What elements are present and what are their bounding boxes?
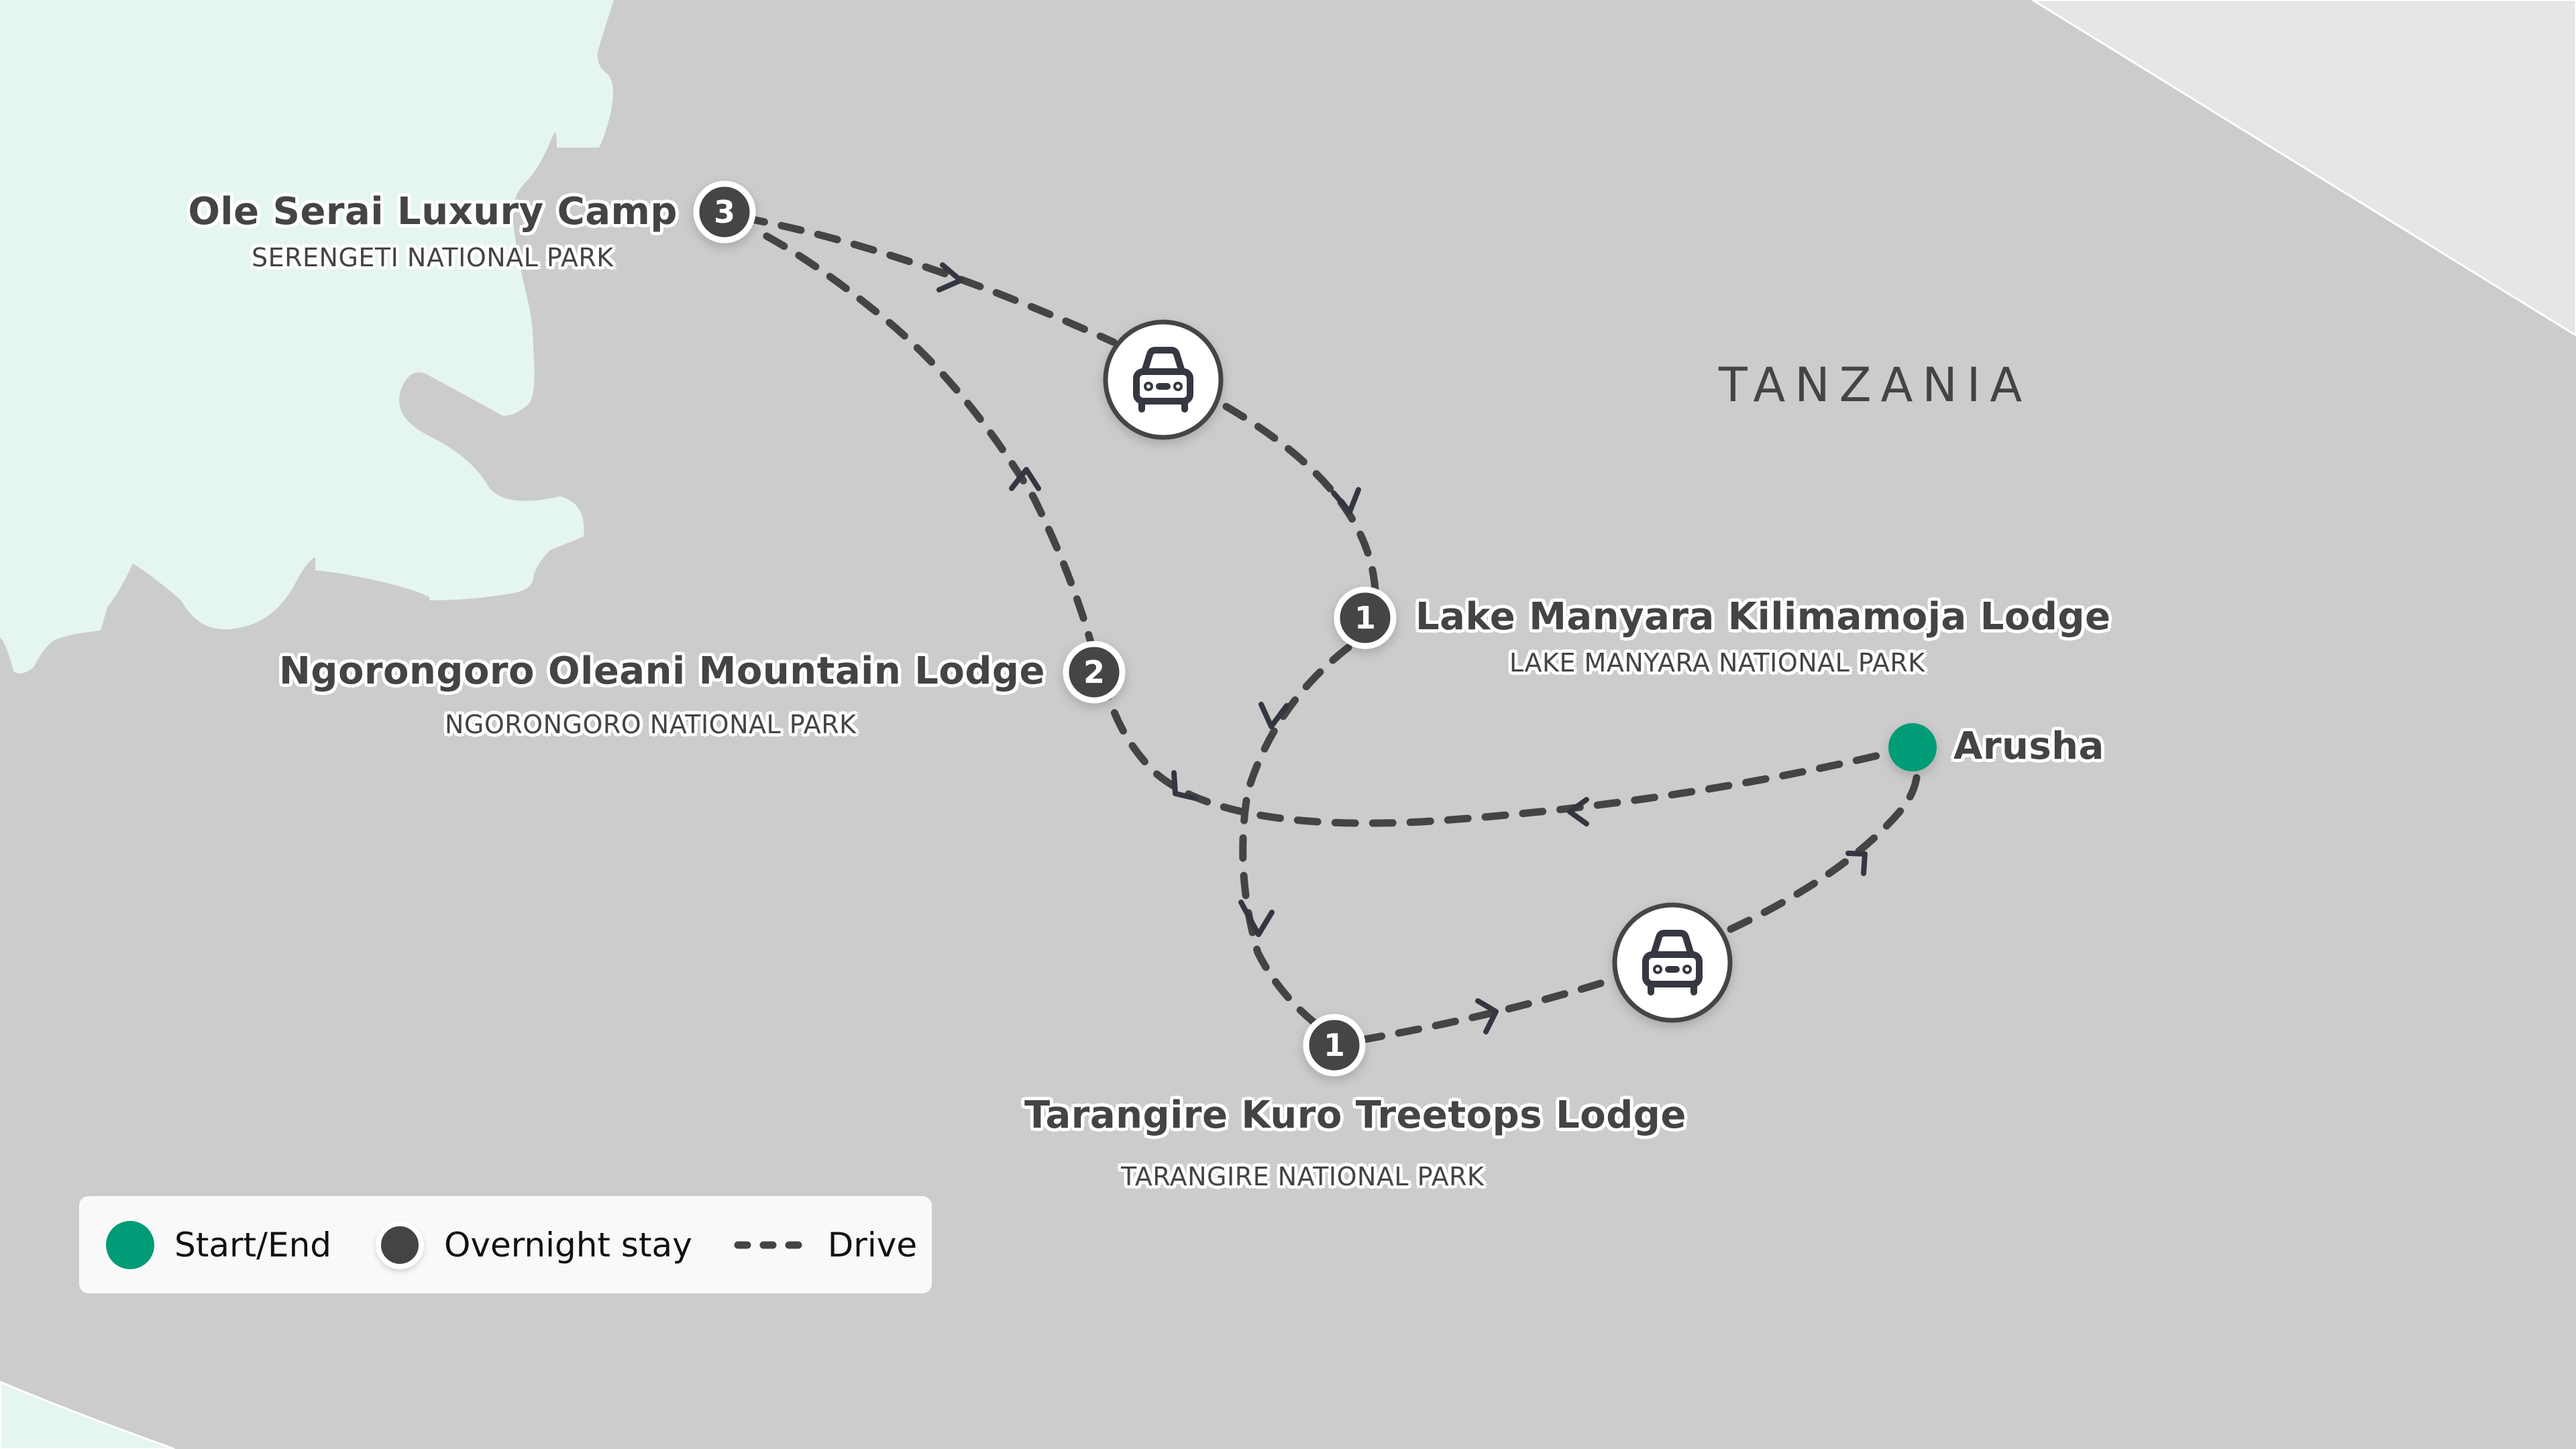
badge-ngorongoro: 2 [1083,654,1105,690]
stop-park-lake-manyara: LAKE MANYARA NATIONAL PARK [1509,648,1925,678]
legend-overnight-label: Overnight stay [444,1225,692,1265]
arrow-icon [936,262,963,292]
arrow-icon [1238,900,1275,937]
stop-name-arusha: Arusha [1953,724,2104,768]
route-manyara-to-tarangire [1239,643,1352,1027]
legend-overnight: Overnight stay [376,1220,692,1269]
legend-drive-label: Drive [827,1225,918,1265]
lake-shore-extra [0,268,67,319]
map-legend: Start/End Overnight stay Drive [79,1196,932,1293]
route-arusha-to-ngorongoro [1103,687,1917,827]
dashed-line-icon [734,1241,808,1248]
neighbor-region-northeast [2031,0,2576,337]
arrow-icon [1258,702,1289,729]
marker-ngorongoro[interactable] [1063,641,1126,704]
legend-start-end-label: Start/End [174,1225,332,1265]
water-region-southwest [0,1381,175,1449]
drive-routes [741,214,1921,1044]
badge-lake-manyara: 1 [1354,600,1376,636]
arrow-icon [1845,851,1868,876]
route-direction-arrows [936,262,1868,1034]
stop-park-tarangire: TARANGIRE NATIONAL PARK [1121,1162,1485,1191]
car-bubble-2[interactable] [1612,902,1733,1023]
arrow-icon [1567,797,1589,826]
stop-name-tarangire: Tarangire Kuro Treetops Lodge [1024,1093,1686,1137]
legend-drive: Drive [734,1226,917,1265]
marker-tarangire[interactable] [1303,1014,1366,1077]
stop-park-serengeti: SERENGETI NATIONAL PARK [252,243,614,272]
marker-ole-serai[interactable] [693,180,756,244]
car-bubble-1[interactable] [1103,319,1224,440]
badge-tarangire: 1 [1324,1027,1345,1063]
stop-park-ngorongoro: NGORONGORO NATIONAL PARK [445,710,857,739]
route-tarangire-to-car [1358,975,1617,1044]
car-icon [1133,347,1193,413]
car-icon [1642,930,1703,996]
arrow-icon [1331,487,1361,515]
route-serengeti-to-car [741,214,1118,346]
stop-name-ngorongoro: Ngorongoro Oleani Mountain Lodge [278,649,1045,693]
badge-ole-serai: 3 [714,194,735,230]
lake-victoria [0,0,614,674]
stop-name-ole-serai: Ole Serai Luxury Camp [188,190,678,233]
marker-arusha[interactable] [1888,723,1937,771]
overnight-dot-icon [376,1220,425,1269]
arrow-icon [1475,998,1499,1034]
route-car-to-manyara [1222,402,1379,594]
legend-start-end: Start/End [106,1220,332,1269]
marker-lake-manyara[interactable] [1334,586,1397,649]
arrow-icon [1171,770,1198,801]
stop-name-lake-manyara: Lake Manyara Kilimamoja Lodge [1415,595,2111,639]
country-label: TANZANIA [1719,358,2032,413]
route-car-to-arusha [1727,761,1921,933]
arrow-icon [1009,467,1041,491]
start-end-dot-icon [106,1220,154,1269]
route-ngorongoro-to-serengeti [747,224,1098,658]
